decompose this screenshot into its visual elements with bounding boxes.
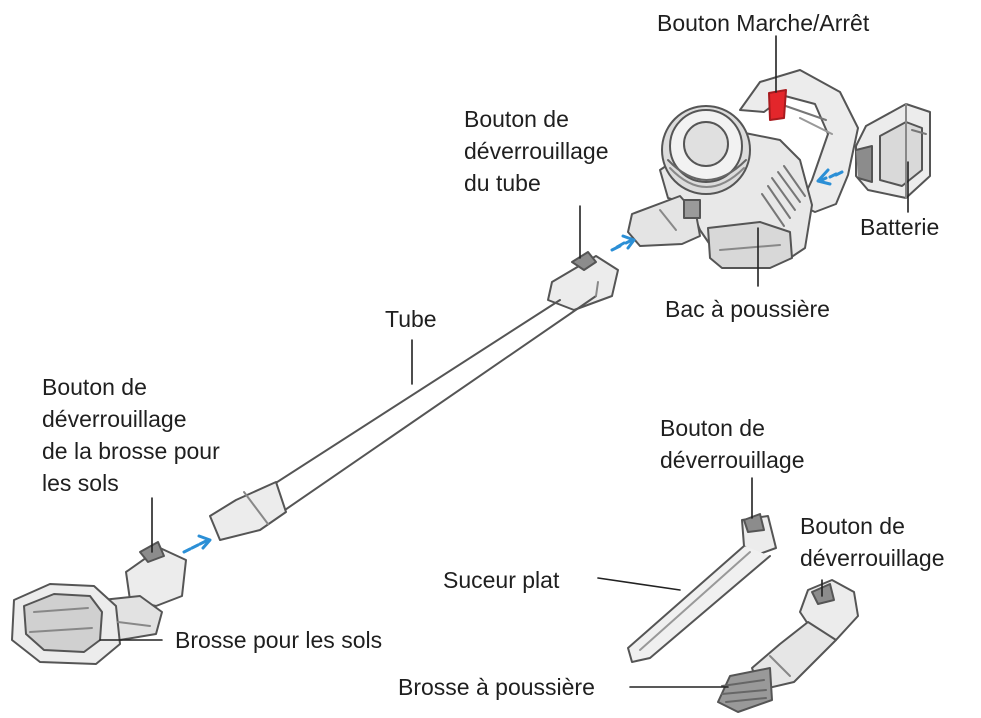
- dust-brush-label: Brosse à poussière: [398, 674, 595, 700]
- floor-brush-release-label-line4: les sols: [42, 470, 119, 496]
- crevice-tool-label: Suceur plat: [443, 567, 560, 593]
- battery-label: Batterie: [860, 214, 940, 240]
- tube-release-label-line1: Bouton de: [464, 106, 569, 132]
- motor-unit-illustration: [627, 69, 859, 269]
- dust-brush-release-label-line2: déverrouillage: [800, 545, 945, 571]
- floor-brush-release-label-line3: de la brosse pour: [42, 438, 220, 464]
- dust-brush-illustration: [717, 579, 859, 713]
- crevice-release-label-line1: Bouton de: [660, 415, 765, 441]
- tube-illustration: [209, 251, 619, 541]
- floor-brush-illustration: [11, 541, 187, 665]
- leader-lines: [99, 35, 909, 688]
- tube-label: Tube: [385, 306, 437, 332]
- battery-illustration: [855, 103, 931, 199]
- floor-brush-label: Brosse pour les sols: [175, 627, 383, 653]
- crevice-tool-illustration: [627, 513, 777, 663]
- dust-brush-release-label-line1: Bouton de: [800, 513, 905, 539]
- connection-arrows: [182, 168, 844, 554]
- floor-brush-release-label-line1: Bouton de: [42, 374, 147, 400]
- tube-release-label-line2: déverrouillage: [464, 138, 609, 164]
- dust-bin-label: Bac à poussière: [665, 296, 830, 322]
- floor-brush-release-label-line2: déverrouillage: [42, 406, 187, 432]
- power-button-label: Bouton Marche/Arrêt: [657, 10, 870, 36]
- tube-release-label-line3: du tube: [464, 170, 541, 196]
- crevice-release-label-line2: déverrouillage: [660, 447, 805, 473]
